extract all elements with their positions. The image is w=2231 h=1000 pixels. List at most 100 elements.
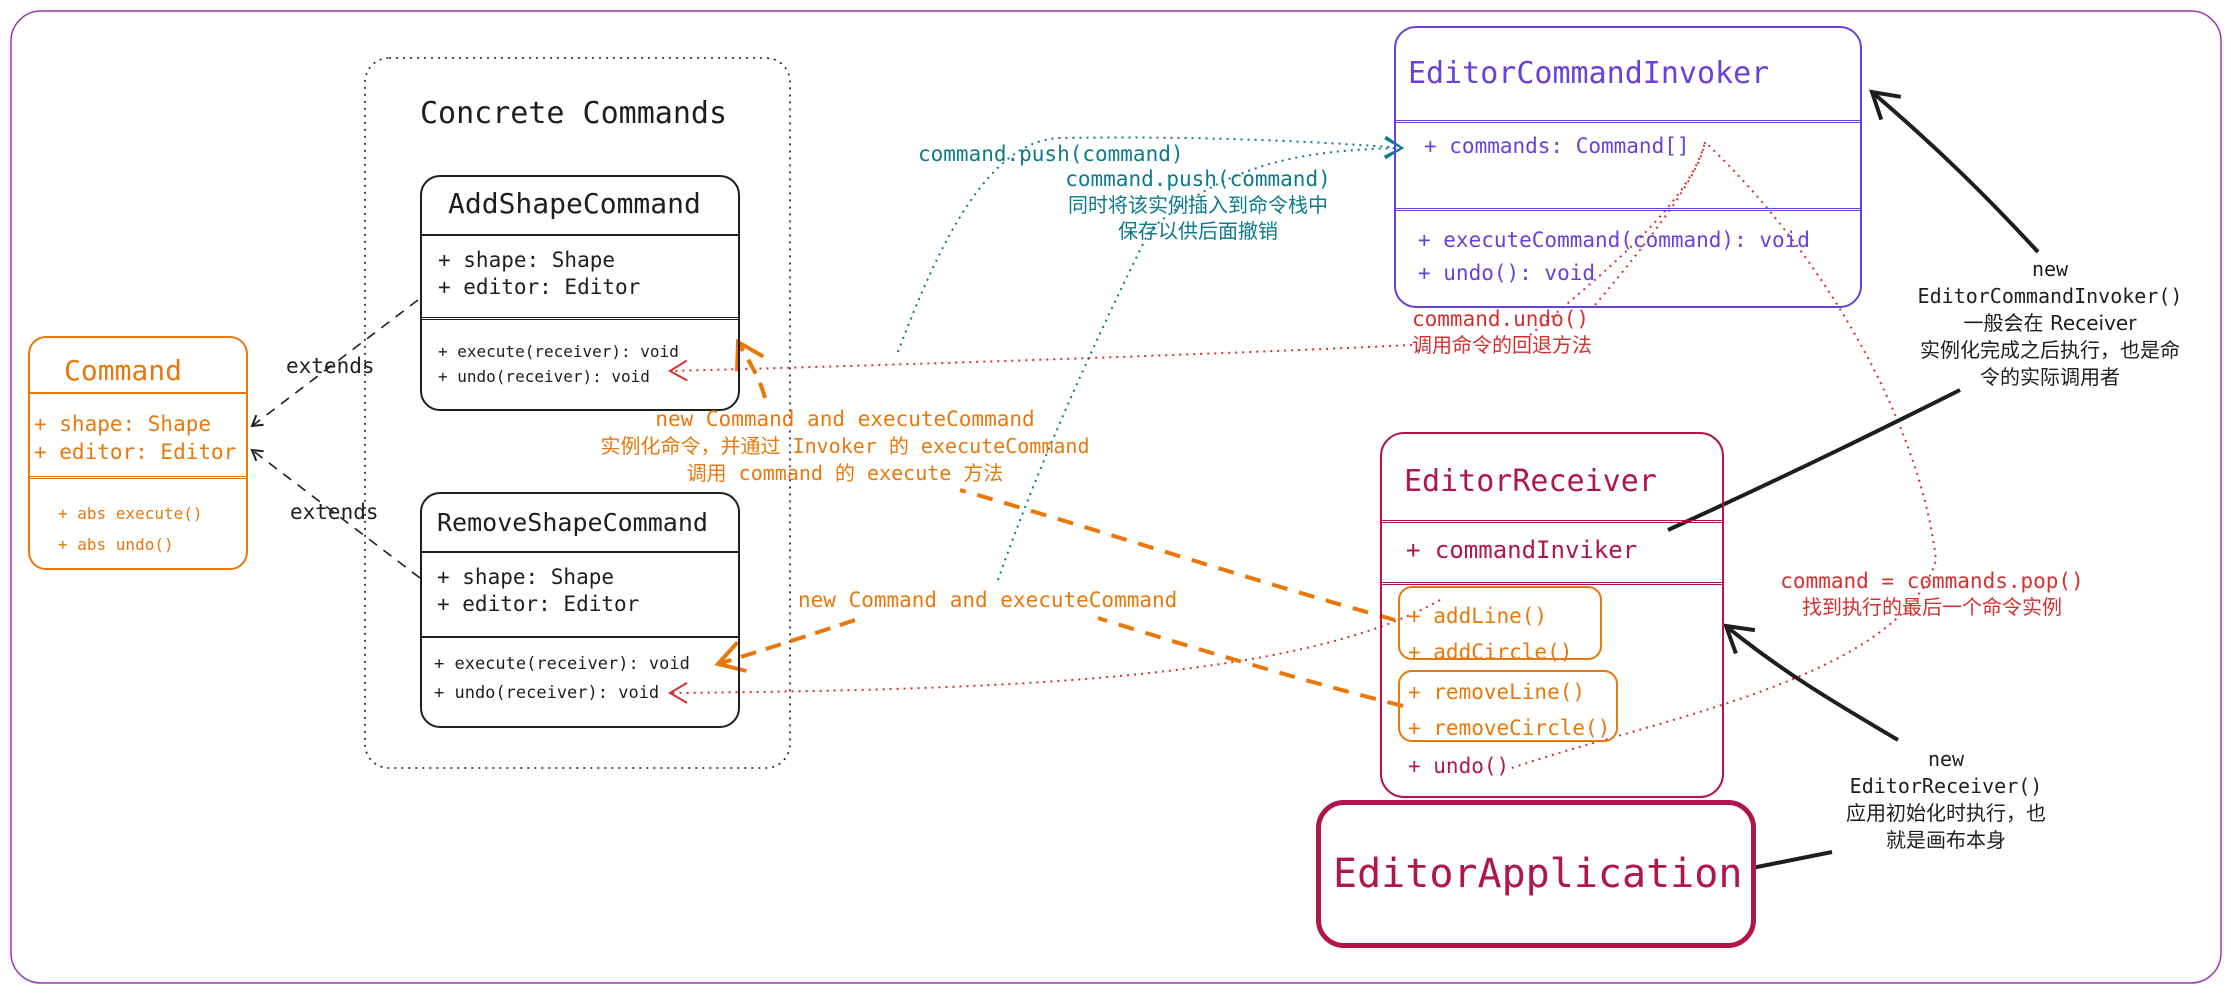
remove-shape-command-title: RemoveShapeCommand [437,508,708,537]
command-method-undo: + abs undo() [58,535,174,554]
remove-shape-command-class: RemoveShapeCommand + shape: Shape + edit… [420,492,740,728]
pop-label: command = commands.pop() [1780,569,2084,593]
push-label-2: command.push(command) [1065,167,1331,191]
invoker-field-commands: + commands: Command[] [1424,134,1690,158]
push-arrow-2 [997,137,1404,581]
invoker-note-line-4: 实例化完成之后执行，也是命 [1920,338,2180,362]
invoker-methods: + executeCommand(command): void + undo()… [1418,224,1810,290]
push-note-1: 同时将该实例插入到命令栈中 [1068,193,1328,217]
add-shape-method-execute: + execute(receiver): void [438,342,679,361]
add-shape-field-editor: + editor: Editor [438,275,641,299]
receiver-divider [1382,520,1722,523]
add-shape-fields: + shape: Shape + editor: Editor [438,247,640,301]
new-exec-label-1: new Command and executeCommand [655,407,1035,431]
receiver-method-undo: + undo() [1408,754,1510,778]
receiver-add-methods: + addLine() + addCircle() [1398,586,1602,664]
receiver-field-command-inviker: + commandInviker [1406,536,1638,564]
invoker-note-line-1: new [2031,257,2069,281]
exec-arrow-add [735,338,767,399]
undo-arrow-remove [668,599,1441,704]
exec-arrow-remove [714,618,856,673]
remove-shape-fields: + shape: Shape + editor: Editor [437,564,639,618]
new-exec-note-1: 实例化命令，并通过 Invoker 的 executeCommand [600,434,1090,458]
application-link [1751,850,1833,870]
receiver-add-methods-list: + addLine() + addCircle() [1408,598,1572,670]
application-title: EditorApplication [1333,851,1743,897]
remove-shape-divider [422,551,738,553]
undo-link-upper [1594,141,1706,306]
command-class-title: Command [64,354,183,387]
receiver-divider-2 [1382,582,1722,585]
pop-block: command = commands.pop() 找到执行的最后一个命令实例 [1742,568,2122,620]
invoker-divider-2 [1396,208,1860,211]
receiver-note-line-3: 应用初始化时执行，也 [1846,801,2046,825]
invoker-class: EditorCommandInvoker + commands: Command… [1394,26,1862,308]
extends-label-bottom: extends [290,500,379,524]
concrete-commands-title: Concrete Commands [420,96,728,131]
command-class: Command + shape: Shape + editor: Editor … [28,336,248,570]
receiver-note-line-4: 就是画布本身 [1886,828,2006,852]
invoker-method-undo: + undo(): void [1418,261,1596,285]
undo-call-note: 调用命令的回退方法 [1412,333,1592,357]
command-class-methods: + abs execute() + abs undo() [58,498,203,560]
pop-link [1511,141,1938,769]
invoker-creation-arrow [1667,388,1961,532]
invoker-divider [1396,120,1860,123]
concrete-commands-group [364,57,791,769]
exec-line-remove [1097,616,1404,708]
remove-shape-method-undo: + undo(receiver): void [434,683,660,703]
command-class-divider [30,392,246,394]
application-box: EditorApplication [1316,800,1756,948]
push-note-2: 保存以供后面撤销 [1118,219,1278,243]
push-label-2-block: command.push(command) 同时将该实例插入到命令栈中 保存以供… [1038,166,1358,244]
command-field-shape: + shape: Shape [34,412,212,436]
add-shape-field-shape: + shape: Shape [438,248,616,272]
invoker-note-line-3: 一般会在 Receiver [1963,311,2137,335]
new-exec-note-2: 调用 command 的 execute 方法 [686,461,1004,485]
invoker-title: EditorCommandInvoker [1408,56,1770,91]
receiver-remove-methods-list: + removeLine() + removeCircle() [1408,674,1610,746]
invoker-note-line-2: EditorCommandInvoker() [1917,284,2183,308]
outer-frame [10,10,2222,984]
push-arrow-1 [897,135,1404,353]
add-shape-command-title: AddShapeCommand [448,187,701,220]
remove-shape-field-shape: + shape: Shape [437,565,615,589]
receiver-note-line-1: new [1927,747,1965,771]
command-field-editor: + editor: Editor [34,440,237,464]
command-class-fields: + shape: Shape + editor: Editor [34,410,236,466]
new-exec-label-2: new Command and executeCommand [798,588,1178,612]
invoker-note-arrow [1869,89,2040,254]
undo-call-block: command.undo() 调用命令的回退方法 [1412,306,1592,358]
receiver-method-add-circle: + addCircle() [1408,640,1573,664]
receiver-note: new EditorReceiver() 应用初始化时执行，也 就是画布本身 [1816,746,2076,854]
pop-note: 找到执行的最后一个命令实例 [1802,595,2062,619]
remove-shape-method-execute: + execute(receiver): void [434,654,690,674]
receiver-note-arrow [1722,623,1900,742]
receiver-note-line-2: EditorReceiver() [1849,774,2043,798]
undo-arrow-add [668,344,1413,382]
exec-line-add [959,488,1396,622]
add-shape-command-class: AddShapeCommand + shape: Shape + editor:… [420,175,740,411]
extends-label-top: extends [286,354,375,378]
remove-shape-divider-2 [422,636,738,638]
receiver-class: EditorReceiver + commandInviker + addLin… [1380,432,1724,798]
push-label-1: command.push(command) [918,142,1184,166]
add-shape-methods: + execute(receiver): void + undo(receive… [438,339,679,389]
receiver-title: EditorReceiver [1404,464,1657,499]
command-class-divider-2 [30,476,246,479]
receiver-remove-methods: + removeLine() + removeCircle() [1398,670,1618,742]
receiver-method-remove-line: + removeLine() [1408,680,1586,704]
receiver-method-remove-circle: + removeCircle() [1408,716,1611,740]
remove-shape-methods: + execute(receiver): void + undo(receive… [434,650,690,708]
command-method-execute: + abs execute() [58,504,203,523]
add-shape-divider-2 [422,317,738,320]
receiver-method-add-line: + addLine() [1408,604,1548,628]
remove-shape-field-editor: + editor: Editor [437,592,640,616]
add-shape-divider [422,234,738,236]
new-exec-block-1: new Command and executeCommand 实例化命令，并通过… [520,406,1170,487]
undo-call-label: command.undo() [1412,307,1590,331]
add-shape-method-undo: + undo(receiver): void [438,367,650,386]
invoker-method-execute: + executeCommand(command): void [1418,228,1810,252]
